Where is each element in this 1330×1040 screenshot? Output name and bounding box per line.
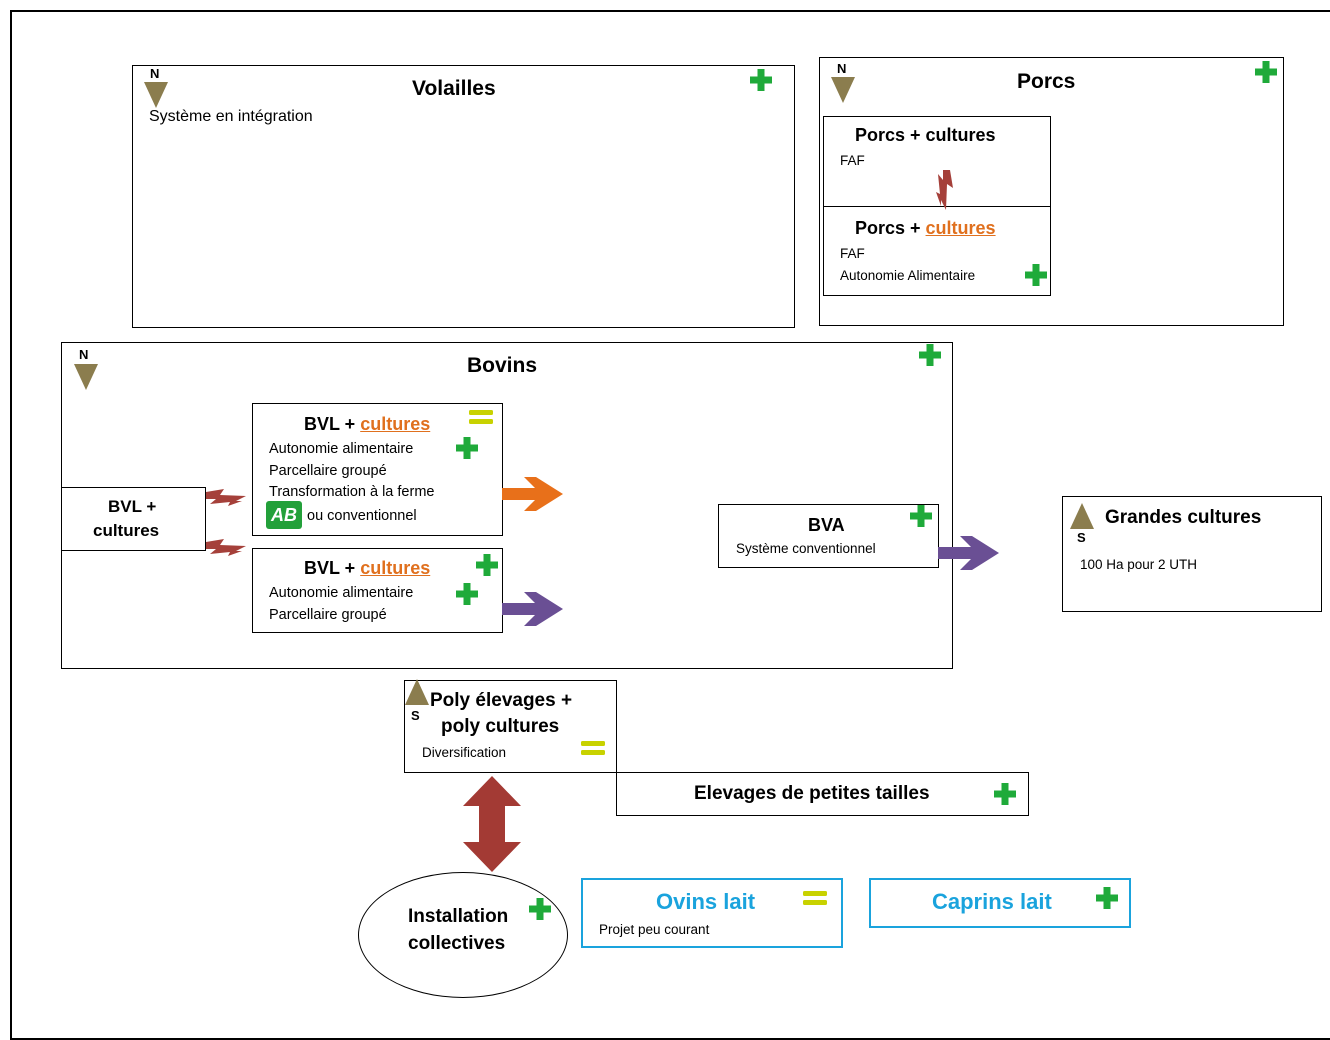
petites-box: Elevages de petites tailles [616, 772, 1029, 816]
poly-line1: Poly élevages + [430, 690, 573, 711]
porcs-top-line1: FAF [840, 153, 865, 168]
grandes-cultures-box: Grandes cultures 100 Ha pour 2 UTH [1062, 496, 1322, 612]
bvl2-title: BVL + cultures [304, 558, 430, 579]
bvl2-title-prefix: BVL + [304, 558, 361, 578]
volailles-title: Volailles [412, 77, 496, 100]
grandes-orientation-label: S [1077, 530, 1086, 545]
porcs-bottom-line2: Autonomie Alimentaire [840, 268, 976, 283]
installation-line2: collectives [408, 933, 506, 954]
bvl1-title-prefix: BVL + [304, 414, 361, 434]
poly-box: Poly élevages + poly cultures Diversific… [404, 680, 617, 773]
ab-organic-logo: AB [266, 501, 302, 529]
porcs-top-title: Porcs + cultures [855, 125, 996, 145]
volailles-box: Volailles Système en intégration [132, 65, 795, 328]
bvl1-line3: Transformation à la ferme [269, 484, 435, 500]
bvl1-line1: Autonomie alimentaire [269, 441, 414, 457]
bvl-left-line1: BVL + [108, 497, 157, 516]
bvl-left-line2: cultures [93, 521, 160, 540]
bvl1-box: BVL + cultures Autonomie alimentaire Par… [252, 403, 503, 536]
porcs-cultures-bottom-box: Porcs + cultures FAF Autonomie Alimentai… [823, 206, 1051, 296]
bvl2-box: BVL + cultures Autonomie alimentaire Par… [252, 548, 503, 633]
porcs-cultures-top-box: Porcs + cultures FAF [823, 116, 1051, 207]
porcs-title: Porcs [1017, 70, 1076, 93]
ovins-title: Ovins lait [656, 889, 756, 914]
bvl1-title-highlight: cultures [360, 414, 431, 434]
installation-line1: Installation [408, 906, 509, 927]
bvl2-line2: Parcellaire groupé [269, 607, 387, 623]
poly-line3: Diversification [422, 745, 507, 760]
bvl2-line1: Autonomie alimentaire [269, 585, 414, 601]
caprins-lait-box: Caprins lait [869, 878, 1131, 928]
porcs-bottom-line1: FAF [840, 246, 865, 261]
porcs-bottom-title-highlight: cultures [925, 218, 996, 238]
poly-orientation-label: S [411, 708, 420, 723]
porcs-bottom-title-prefix: Porcs + [855, 218, 926, 238]
ovins-lait-box: Ovins lait Projet peu courant [581, 878, 843, 948]
bvl1-line4: ou conventionnel [307, 508, 417, 524]
caprins-title: Caprins lait [932, 889, 1052, 914]
bva-line1: Système conventionnel [736, 541, 876, 556]
grandes-line1: 100 Ha pour 2 UTH [1080, 557, 1198, 572]
bvl-left-box: BVL + cultures [61, 487, 206, 551]
bvl2-title-highlight: cultures [360, 558, 431, 578]
bvl1-title: BVL + cultures [304, 414, 430, 435]
bovins-orientation-label: N [79, 347, 89, 362]
poly-line2: poly cultures [441, 716, 560, 737]
bvl1-line2: Parcellaire groupé [269, 463, 387, 479]
volailles-orientation-label: N [150, 66, 160, 81]
porcs-bottom-title: Porcs + cultures [855, 218, 996, 239]
bva-title: BVA [808, 515, 845, 535]
installation-ellipse: Installation collectives [358, 872, 568, 998]
volailles-desc: Système en intégration [149, 108, 313, 125]
bovins-title: Bovins [467, 354, 538, 377]
porcs-orientation-label: N [837, 61, 847, 76]
grandes-title: Grandes cultures [1105, 507, 1262, 528]
petites-title: Elevages de petites tailles [694, 783, 930, 804]
ovins-line1: Projet peu courant [599, 922, 710, 937]
bva-box: BVA Système conventionnel [718, 504, 939, 568]
